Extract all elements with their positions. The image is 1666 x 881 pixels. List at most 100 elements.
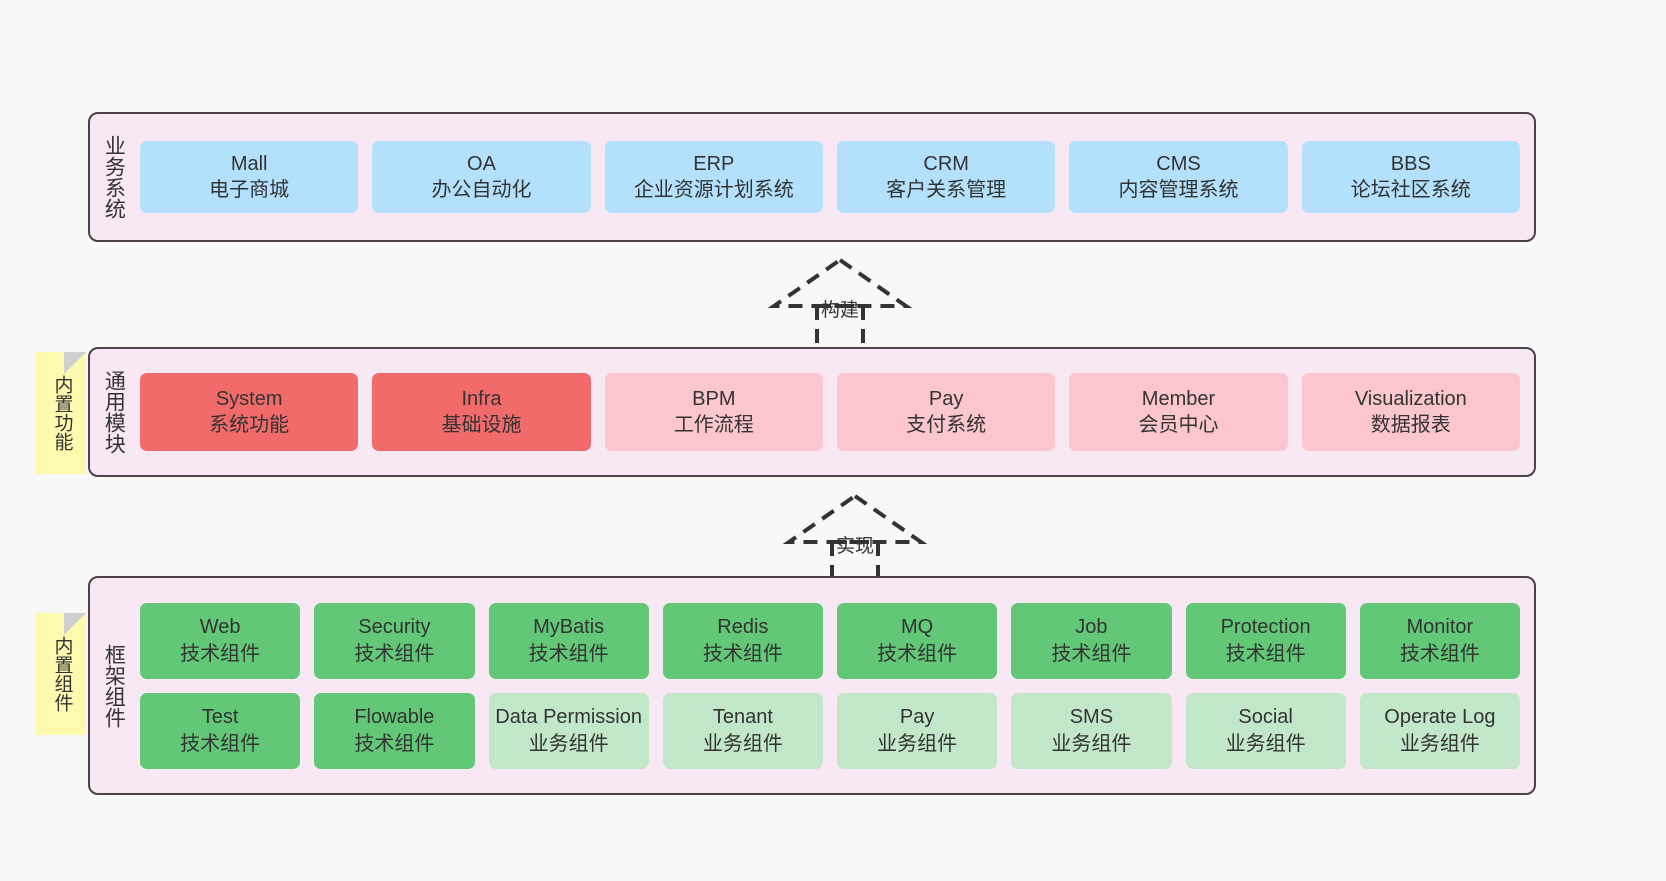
- node-title: CRM: [923, 152, 969, 175]
- node-subtitle: 客户关系管理: [886, 179, 1007, 201]
- node-subtitle: 技术组件: [528, 642, 609, 665]
- node-subtitle: 电子商城: [209, 179, 290, 201]
- node-title: Security: [358, 616, 431, 639]
- node-visualization[interactable]: Visualization 数据报表: [1301, 373, 1520, 451]
- node-subtitle: 技术组件: [1225, 642, 1306, 665]
- business-node-row: Mall 电子商城 OA 办公自动化 ERP 企业资源计划系统 CRM 客户关系…: [140, 141, 1520, 213]
- node-subtitle: 基础设施: [441, 414, 522, 436]
- node-test[interactable]: Test 技术组件: [140, 692, 301, 769]
- sticky-note-builtin-functions: 内置功能: [36, 352, 86, 474]
- node-subtitle: 内容管理系统: [1118, 179, 1239, 201]
- node-title: Web: [199, 616, 241, 639]
- node-title: Mall: [230, 152, 268, 175]
- node-pay-component[interactable]: Pay 业务组件: [837, 692, 998, 769]
- sticky-note-label: 内置功能: [51, 375, 73, 451]
- node-subtitle: 论坛社区系统: [1350, 179, 1471, 201]
- connector-implement-arrow: [782, 493, 928, 584]
- node-job[interactable]: Job 技术组件: [1011, 602, 1172, 679]
- node-subtitle: 技术组件: [180, 732, 261, 755]
- connector-build-arrow: [767, 257, 913, 348]
- node-crm[interactable]: CRM 客户关系管理: [836, 141, 1056, 213]
- node-erp[interactable]: ERP 企业资源计划系统: [604, 141, 823, 213]
- node-social[interactable]: Social 业务组件: [1185, 692, 1346, 769]
- node-subtitle: 技术组件: [1051, 642, 1132, 665]
- node-web[interactable]: Web 技术组件: [140, 602, 301, 679]
- node-monitor[interactable]: Monitor 技术组件: [1359, 602, 1520, 679]
- node-subtitle: 系统功能: [209, 414, 290, 436]
- node-subtitle: 企业资源计划系统: [633, 179, 794, 201]
- node-data-permission[interactable]: Data Permission 业务组件: [488, 692, 649, 769]
- node-title: Pay: [928, 387, 964, 410]
- node-subtitle: 业务组件: [1051, 732, 1132, 755]
- node-title: Tenant: [712, 706, 773, 729]
- node-subtitle: 业务组件: [528, 732, 609, 755]
- node-title: System: [215, 387, 283, 410]
- node-oa[interactable]: OA 办公自动化: [372, 141, 591, 213]
- node-flowable[interactable]: Flowable 技术组件: [314, 692, 475, 769]
- node-title: Flowable: [354, 706, 435, 729]
- connector-build: 构建: [755, 256, 925, 348]
- node-sms[interactable]: SMS 业务组件: [1011, 692, 1172, 769]
- layer-body-general-modules: System 系统功能 Infra 基础设施 BPM 工作流程 Pay 支付系统…: [136, 349, 1534, 475]
- node-subtitle: 办公自动化: [431, 179, 532, 201]
- node-redis[interactable]: Redis 技术组件: [662, 602, 823, 679]
- node-subtitle: 业务组件: [877, 732, 958, 755]
- node-mybatis[interactable]: MyBatis 技术组件: [488, 602, 649, 679]
- layer-body-framework-components: Web 技术组件 Security 技术组件 MyBatis 技术组件 Redi…: [136, 578, 1534, 793]
- node-subtitle: 业务组件: [1225, 732, 1306, 755]
- node-title: Redis: [717, 616, 769, 639]
- node-title: Data Permission: [495, 706, 642, 729]
- node-bpm[interactable]: BPM 工作流程: [604, 373, 823, 451]
- node-title: Pay: [899, 706, 935, 729]
- node-title: CMS: [1156, 152, 1201, 175]
- layer-business-systems: 业务系统 Mall 电子商城 OA 办公自动化 ERP 企业资源计划系统 CRM: [88, 112, 1536, 242]
- node-cms[interactable]: CMS 内容管理系统: [1069, 141, 1288, 213]
- connector-implement: 实现: [770, 492, 940, 584]
- framework-business-row: Test 技术组件 Flowable 技术组件 Data Permission …: [140, 692, 1520, 769]
- node-subtitle: 工作流程: [673, 414, 754, 436]
- node-operate-log[interactable]: Operate Log 业务组件: [1359, 692, 1520, 769]
- layer-label-framework-components: 框架组件: [102, 643, 126, 728]
- sticky-fold-corner-icon: [64, 352, 86, 374]
- node-title: OA: [467, 152, 496, 175]
- node-subtitle: 技术组件: [354, 732, 435, 755]
- node-subtitle: 会员中心: [1138, 414, 1219, 436]
- node-title: Monitor: [1406, 616, 1474, 639]
- node-system[interactable]: System 系统功能: [140, 373, 359, 451]
- node-subtitle: 技术组件: [877, 642, 958, 665]
- node-title: Social: [1238, 706, 1293, 729]
- node-title: SMS: [1069, 706, 1114, 729]
- node-title: Protection: [1220, 616, 1311, 639]
- node-bbs[interactable]: BBS 论坛社区系统: [1301, 141, 1520, 213]
- node-tenant[interactable]: Tenant 业务组件: [662, 692, 823, 769]
- framework-tech-row: Web 技术组件 Security 技术组件 MyBatis 技术组件 Redi…: [140, 602, 1520, 679]
- node-mall[interactable]: Mall 电子商城: [140, 141, 359, 213]
- node-title: MyBatis: [533, 616, 605, 639]
- node-member[interactable]: Member 会员中心: [1069, 373, 1288, 451]
- layer-label-general-modules: 通用模块: [102, 370, 126, 454]
- layer-body-business-systems: Mall 电子商城 OA 办公自动化 ERP 企业资源计划系统 CRM 客户关系…: [136, 114, 1534, 240]
- layer-framework-components: 框架组件 Web 技术组件 Security 技术组件 MyBatis 技术组件…: [88, 576, 1536, 795]
- layer-label-business-systems: 业务系统: [102, 135, 126, 219]
- node-title: Member: [1141, 387, 1216, 410]
- node-subtitle: 技术组件: [354, 642, 435, 665]
- node-subtitle: 数据报表: [1370, 414, 1451, 436]
- node-subtitle: 业务组件: [1399, 732, 1480, 755]
- node-subtitle: 技术组件: [180, 642, 261, 665]
- node-security[interactable]: Security 技术组件: [314, 602, 475, 679]
- node-subtitle: 技术组件: [702, 642, 783, 665]
- node-title: Infra: [461, 387, 502, 410]
- node-mq[interactable]: MQ 技术组件: [837, 602, 998, 679]
- node-title: Test: [201, 706, 239, 729]
- sticky-note-builtin-components: 内置组件: [36, 613, 86, 735]
- layer-general-modules: 通用模块 System 系统功能 Infra 基础设施 BPM 工作流程 Pay: [88, 347, 1536, 477]
- node-protection[interactable]: Protection 技术组件: [1185, 602, 1346, 679]
- node-infra[interactable]: Infra 基础设施: [372, 373, 591, 451]
- node-pay-module[interactable]: Pay 支付系统: [836, 373, 1056, 451]
- node-title: BBS: [1390, 152, 1431, 175]
- sticky-fold-corner-icon: [64, 613, 86, 635]
- node-subtitle: 业务组件: [702, 732, 783, 755]
- node-title: BPM: [692, 387, 736, 410]
- module-node-row: System 系统功能 Infra 基础设施 BPM 工作流程 Pay 支付系统…: [140, 373, 1520, 451]
